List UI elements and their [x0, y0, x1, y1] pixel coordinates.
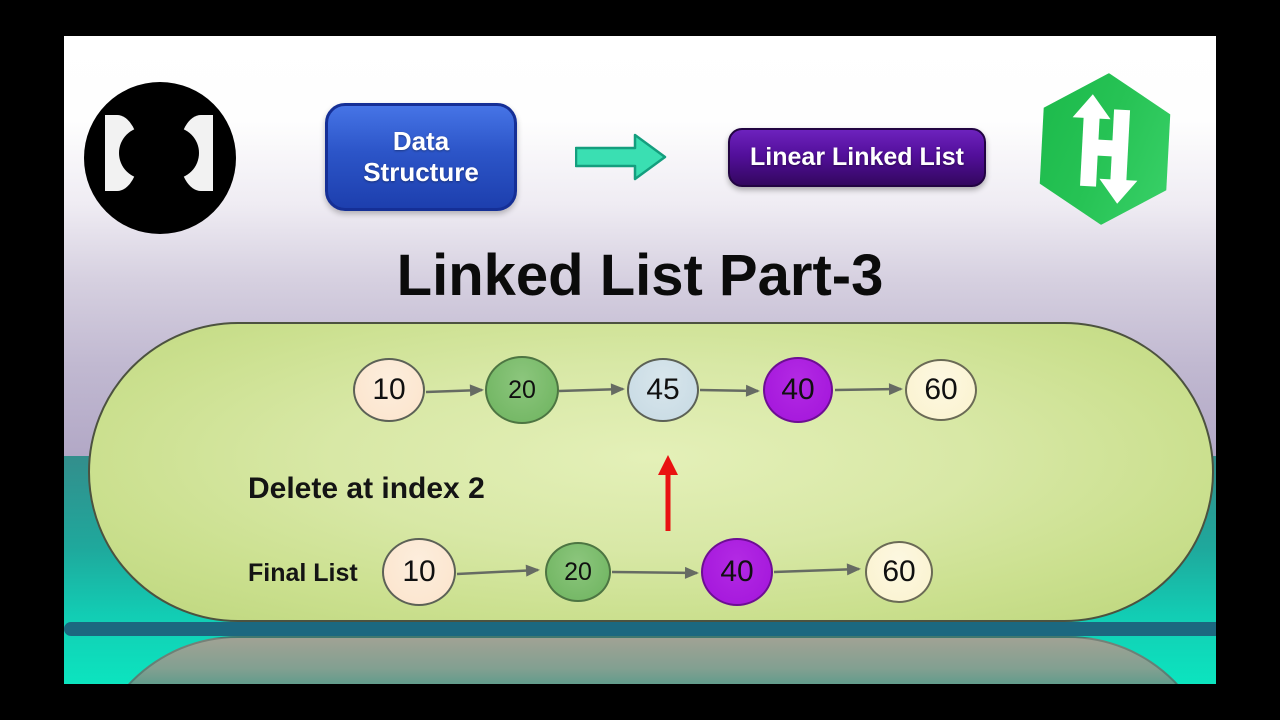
node-value: 60 — [924, 373, 958, 406]
node-value: 20 — [564, 557, 592, 586]
pill-reflection-gap — [64, 622, 1216, 636]
data-structure-label-line2: Structure — [363, 157, 479, 187]
node-original-1: 20 — [485, 356, 559, 424]
node-original-3: 40 — [763, 357, 833, 423]
node-value: 45 — [646, 373, 680, 406]
channel-logo — [84, 82, 236, 234]
node-original-2: 45 — [627, 358, 699, 422]
node-original-4: 60 — [905, 359, 977, 421]
operation-label: Delete at index 2 — [248, 472, 485, 505]
pill-reflection — [88, 636, 1216, 684]
node-value: 40 — [720, 555, 754, 588]
node-value: 10 — [372, 373, 406, 406]
data-structure-label-line1: Data — [392, 126, 450, 156]
data-structure-button: Data Structure — [325, 103, 517, 211]
node-value: 10 — [402, 555, 436, 588]
node-final-0: 10 — [382, 538, 456, 606]
hackerrank-logo — [1029, 69, 1181, 228]
node-final-2: 40 — [701, 538, 773, 606]
page-title: Linked List Part-3 — [396, 243, 884, 308]
node-value: 40 — [781, 373, 815, 406]
node-value: 60 — [882, 555, 916, 588]
double-crescent-icon — [105, 115, 213, 191]
final-list-label: Final List — [248, 559, 358, 587]
right-arrow-icon — [575, 133, 667, 181]
linear-linked-list-label: Linear Linked List — [750, 143, 964, 171]
node-value: 20 — [508, 375, 536, 404]
linear-linked-list-button: Linear Linked List — [728, 128, 986, 187]
node-final-1: 20 — [545, 542, 611, 602]
node-final-3: 60 — [865, 541, 933, 603]
hackerrank-h-icon — [1072, 94, 1138, 204]
node-original-0: 10 — [353, 358, 425, 422]
slide-content: Data Structure Linear Linked List Linked… — [64, 36, 1216, 684]
